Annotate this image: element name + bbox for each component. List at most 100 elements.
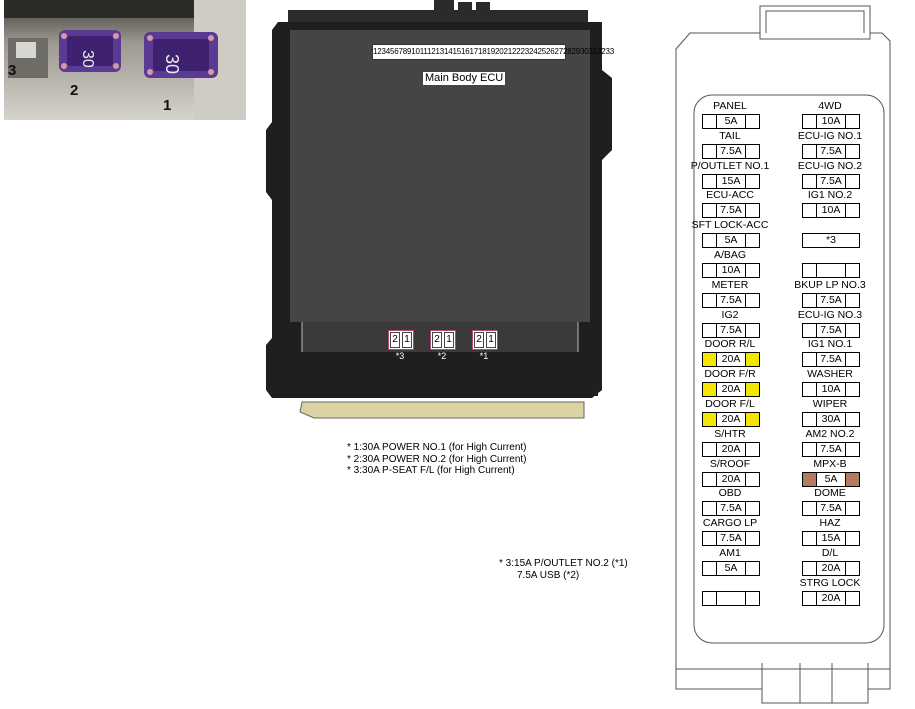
pin-label: 2 bbox=[474, 332, 484, 348]
fuse-slot: 7.5A bbox=[802, 501, 860, 517]
fuse-slot: 7.5A bbox=[802, 173, 860, 189]
ecu-note: * 2:30A POWER NO.2 (for High Current) bbox=[347, 453, 527, 465]
ecu-fuse-2-label: *2 bbox=[437, 351, 447, 361]
fuse-name: IG1 NO.1 bbox=[807, 338, 853, 351]
fuse-slot: 10A bbox=[802, 203, 860, 219]
ecu-title: Main Body ECU bbox=[423, 72, 506, 85]
fuse-slot: 20A bbox=[802, 590, 860, 606]
ecu-note: * 3:30A P-SEAT F/L (for High Current) bbox=[347, 465, 515, 476]
fuse-slot: 7.5A bbox=[702, 292, 760, 308]
fuse-name: METER bbox=[711, 278, 749, 291]
fuse-rating: 7.5A bbox=[820, 174, 842, 187]
fuse-slot: 5A bbox=[702, 114, 760, 129]
fuse-slot: 20A bbox=[702, 471, 760, 487]
fuse-rating: 7.5A bbox=[720, 293, 742, 306]
fuse-rating: 7.5A bbox=[820, 502, 842, 515]
pin-label: 1 bbox=[444, 332, 454, 348]
fuse-rating: *3 bbox=[826, 234, 836, 247]
fuse-rating: 10A bbox=[721, 264, 741, 276]
fuse-name: DOOR R/L bbox=[704, 338, 756, 351]
fuse-slot: 20A bbox=[802, 561, 860, 576]
callout-1: 1 bbox=[163, 97, 172, 114]
fuse-photo: 30 30 3 2 1 bbox=[4, 0, 246, 120]
ecu-connector-pins: 1234567891011121314151617181920212223242… bbox=[372, 44, 614, 60]
fuse-slot: 5A bbox=[702, 233, 760, 249]
fuse-name: A/BAG bbox=[713, 249, 747, 261]
fuse-name: DOOR F/L bbox=[705, 398, 755, 410]
fuse-rating: 7.5A bbox=[720, 532, 742, 545]
fuse-slot: 7.5A bbox=[802, 143, 860, 159]
ecu-fuse-1-label: *1 bbox=[479, 351, 489, 361]
fuse-name: DOOR F/R bbox=[704, 368, 756, 381]
fuse-rating: 20A bbox=[721, 383, 741, 396]
fuse-name: ECU-ACC bbox=[706, 189, 754, 202]
fuse-slot: 7.5A bbox=[802, 352, 860, 368]
fuse-rating: 7.5A bbox=[720, 144, 742, 157]
fuse-slot: 20A bbox=[702, 382, 760, 398]
empty-fuse-slot bbox=[702, 590, 760, 606]
fuse-slot: 7.5A bbox=[702, 203, 760, 219]
fuse-rating: 5A bbox=[824, 472, 838, 485]
empty-fuse-slot bbox=[802, 263, 860, 278]
fuse-rating: 10A bbox=[821, 383, 841, 396]
fuse-rating: 20A bbox=[721, 472, 741, 485]
fuse-name: S/HTR bbox=[714, 427, 746, 440]
main-body-ecu: 1234567891011121314151617181920212223242… bbox=[262, 0, 614, 430]
fuse-rating: 20A bbox=[721, 413, 741, 425]
ecu-note: * 1:30A POWER NO.1 (for High Current) bbox=[347, 442, 527, 453]
fuse-slot: 10A bbox=[802, 114, 860, 129]
fuse-slot: 15A bbox=[802, 531, 860, 547]
fuse-rating: 5A bbox=[724, 234, 738, 247]
fuse-rating: 20A bbox=[721, 442, 741, 455]
fuse-name: ECU-IG NO.1 bbox=[797, 129, 863, 142]
fuse-rating: 7.5A bbox=[720, 323, 742, 336]
fuse-name: ECU-IG NO.2 bbox=[797, 159, 863, 172]
fuse-rating: 7.5A bbox=[820, 353, 842, 366]
fuse-slot: 5A bbox=[702, 561, 760, 576]
fuse-1-rating: 30 bbox=[162, 54, 182, 74]
fuse-rating bbox=[817, 264, 845, 277]
fuse-name: D/L bbox=[821, 547, 839, 559]
fuse-name: S/ROOF bbox=[709, 457, 751, 470]
fuse-name: SFT LOCK-ACC bbox=[691, 219, 769, 232]
fuse-box-note-line2: 7.5A USB (*2) bbox=[517, 569, 580, 581]
fuse-2-rating: 30 bbox=[79, 50, 96, 68]
fuse-name: ECU-IG NO.3 bbox=[797, 308, 863, 321]
fuse-name: BKUP LP NO.3 bbox=[794, 278, 866, 291]
fuse-name: HAZ bbox=[819, 517, 841, 530]
pin-label: 1 bbox=[486, 332, 496, 348]
fuse-slot: 7.5A bbox=[802, 441, 860, 457]
fuse-slot: 10A bbox=[702, 263, 760, 278]
fuse-rating: 7.5A bbox=[820, 323, 842, 336]
fuse-name: OBD bbox=[718, 487, 742, 500]
fuse-rating: 7.5A bbox=[820, 144, 842, 157]
fuse-name: AM2 NO.2 bbox=[805, 427, 855, 440]
ecu-notes: * 1:30A POWER NO.1 (for High Current) * … bbox=[347, 442, 527, 477]
fuse-rating: 7.5A bbox=[820, 442, 842, 455]
fuse-name: AM1 bbox=[719, 547, 741, 559]
fuse-slot: 30A bbox=[802, 412, 860, 427]
fuse-name: WASHER bbox=[807, 368, 853, 381]
fuse-name: 4WD bbox=[818, 100, 842, 112]
ecu-fuse-3-label: *3 bbox=[395, 351, 405, 361]
fuse-rating: 20A bbox=[821, 562, 841, 574]
fuse-name: WIPER bbox=[812, 398, 848, 410]
fuse-name: IG1 NO.2 bbox=[807, 189, 853, 202]
fuse-rating: 20A bbox=[721, 353, 741, 366]
fuse-rating: 10A bbox=[821, 204, 841, 217]
fuse-slot: 5A bbox=[802, 471, 860, 487]
fuse-slot: 20A bbox=[702, 412, 760, 427]
fuse-rating: 7.5A bbox=[720, 502, 742, 515]
fuse-rating: 15A bbox=[721, 174, 741, 187]
fuse-name: CARGO LP bbox=[702, 517, 758, 530]
fuse-slot: 20A bbox=[702, 352, 760, 368]
callout-3: 3 bbox=[8, 62, 17, 79]
fuse-rating: 7.5A bbox=[820, 293, 842, 306]
fuse-slot: 10A bbox=[802, 382, 860, 398]
fuse-slot: 15A bbox=[702, 173, 760, 189]
fuse-rating: 10A bbox=[821, 115, 841, 127]
